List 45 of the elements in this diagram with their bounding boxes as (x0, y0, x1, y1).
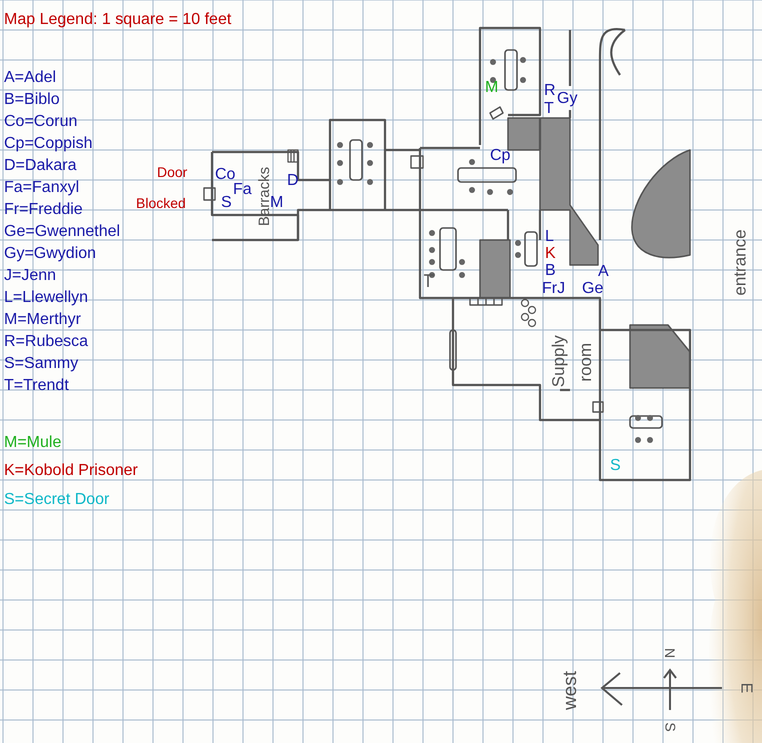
compass-direction: N (663, 648, 678, 658)
map-marker: Co (215, 167, 236, 183)
legend-entry: T=Trendt (4, 378, 69, 394)
map-note: Blocked (136, 196, 186, 210)
map-marker: Fa (233, 182, 252, 198)
map-marker: R (544, 83, 556, 99)
legend-entry: S=Sammy (4, 356, 78, 372)
map-marker: D (287, 173, 299, 189)
legend-entry: L=Llewellyn (4, 290, 88, 306)
legend-entry: Ge=Gwennethel (4, 224, 120, 240)
map-marker: M (485, 80, 498, 96)
map-marker: FrJ (542, 281, 566, 297)
legend-entry: B=Biblo (4, 92, 60, 108)
map-marker: M (270, 195, 284, 211)
room-name: Supply room (548, 337, 596, 388)
legend-entry: Fr=Freddie (4, 202, 83, 218)
map-marker: A (598, 264, 609, 280)
map-marker: Ge (582, 281, 604, 297)
legend-entry: Gy=Gwydion (4, 246, 96, 262)
legend-entry: S=Secret Door (4, 492, 110, 508)
compass-direction: west (560, 670, 580, 710)
map-note: Door (157, 165, 188, 179)
map-marker: B (545, 263, 556, 279)
legend-entry: A=Adel (4, 70, 56, 86)
legend-entry: Co=Corun (4, 114, 78, 130)
map-note: entrance (732, 228, 749, 296)
room-name: Barracks (256, 166, 272, 226)
legend-entry: Cp=Coppish (4, 136, 92, 152)
legend-entry: D=Dakara (4, 158, 76, 174)
compass-direction: S (663, 722, 678, 732)
legend-entry: Fa=Fanxyl (4, 180, 80, 196)
map-marker: T (544, 101, 554, 117)
map-marker: S (610, 458, 621, 474)
map-marker: L (545, 229, 554, 245)
legend-entry: K=Kobold Prisoner (4, 463, 138, 479)
map-marker: Cp (490, 148, 510, 164)
map-marker: S (221, 195, 232, 211)
scale-note: Map Legend: 1 square = 10 feet (4, 12, 232, 28)
map-marker: Gy (557, 91, 578, 107)
compass-direction: E (736, 682, 753, 694)
legend-entry: M=Merthyr (4, 312, 81, 328)
map-marker: K (545, 246, 556, 262)
legend-entry: R=Rubesca (4, 334, 88, 350)
legend-entry: J=Jenn (4, 268, 56, 284)
legend-entry: M=Mule (4, 435, 62, 451)
